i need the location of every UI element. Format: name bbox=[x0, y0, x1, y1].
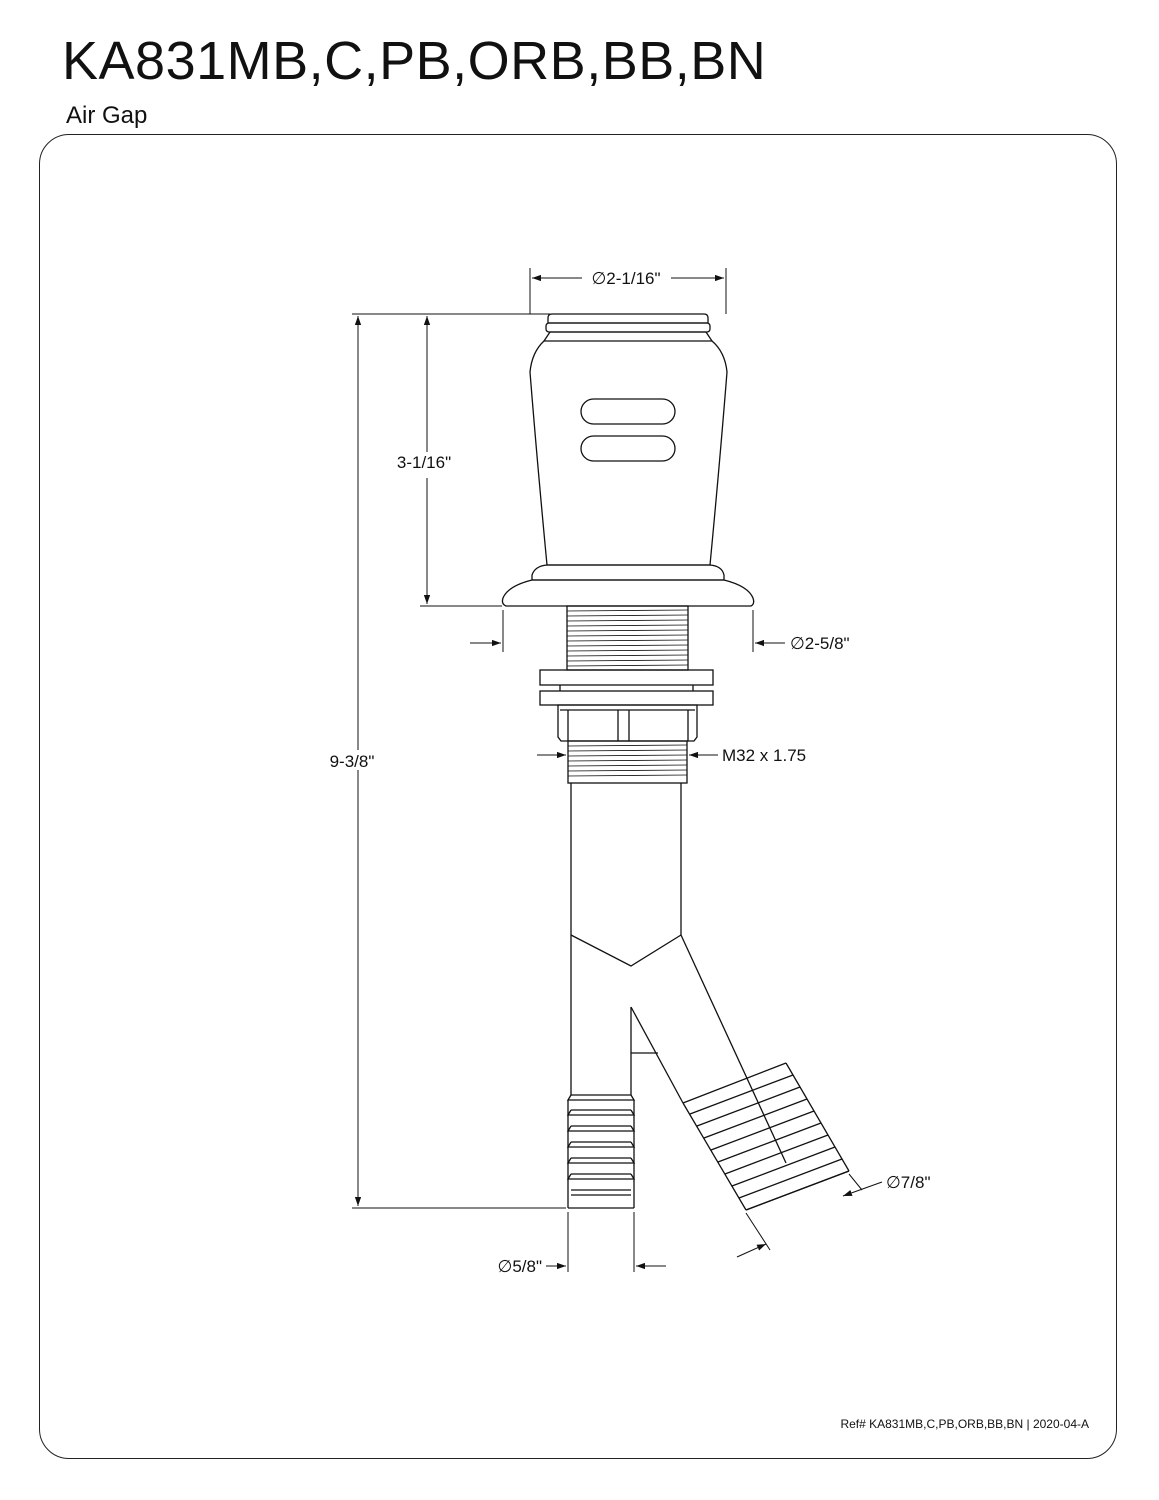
drain-body-tube bbox=[570, 783, 682, 1095]
reference-note: Ref# KA831MB,C,PB,ORB,BB,BN | 2020-04-A bbox=[840, 1417, 1089, 1431]
page-subtitle: Air Gap bbox=[66, 102, 148, 129]
page-title: KA831MB,C,PB,ORB,BB,BN bbox=[62, 31, 767, 91]
label-thread-spec: M32 x 1.75 bbox=[722, 746, 806, 765]
dim-cap-height bbox=[420, 316, 502, 607]
drawing-frame bbox=[39, 134, 1117, 1459]
dim-large-outlet-diameter bbox=[736, 1173, 883, 1258]
label-top-diameter: ∅2-1/16" bbox=[591, 269, 660, 288]
label-overall-height: 9-3/8" bbox=[330, 752, 375, 771]
mounting-flange bbox=[501, 579, 755, 607]
label-cap-height: 3-1/16" bbox=[397, 453, 451, 472]
label-large-outlet-diameter: ∅7/8" bbox=[886, 1173, 930, 1192]
hex-nut bbox=[557, 704, 698, 742]
lower-threaded-section bbox=[567, 740, 688, 784]
lower-thread-lines bbox=[567, 744, 688, 777]
vent-slot-lower bbox=[580, 435, 676, 462]
dim-flange-diameter bbox=[470, 610, 785, 652]
small-barbed-outlet bbox=[566, 1094, 636, 1209]
large-barbed-outlet bbox=[682, 1062, 850, 1211]
air-gap-cap bbox=[529, 313, 728, 581]
upper-washer bbox=[539, 669, 714, 686]
dim-top-diameter bbox=[529, 268, 727, 314]
upper-thread-lines bbox=[566, 609, 689, 667]
lower-washer bbox=[539, 690, 714, 706]
label-flange-diameter: ∅2-5/8" bbox=[790, 634, 850, 653]
dim-overall-height bbox=[352, 313, 566, 1209]
vent-slot-upper bbox=[580, 398, 676, 425]
angled-outlet-branch bbox=[630, 934, 787, 1164]
dim-small-outlet-diameter bbox=[546, 1212, 666, 1272]
label-small-outlet-diameter: ∅5/8" bbox=[498, 1257, 542, 1276]
